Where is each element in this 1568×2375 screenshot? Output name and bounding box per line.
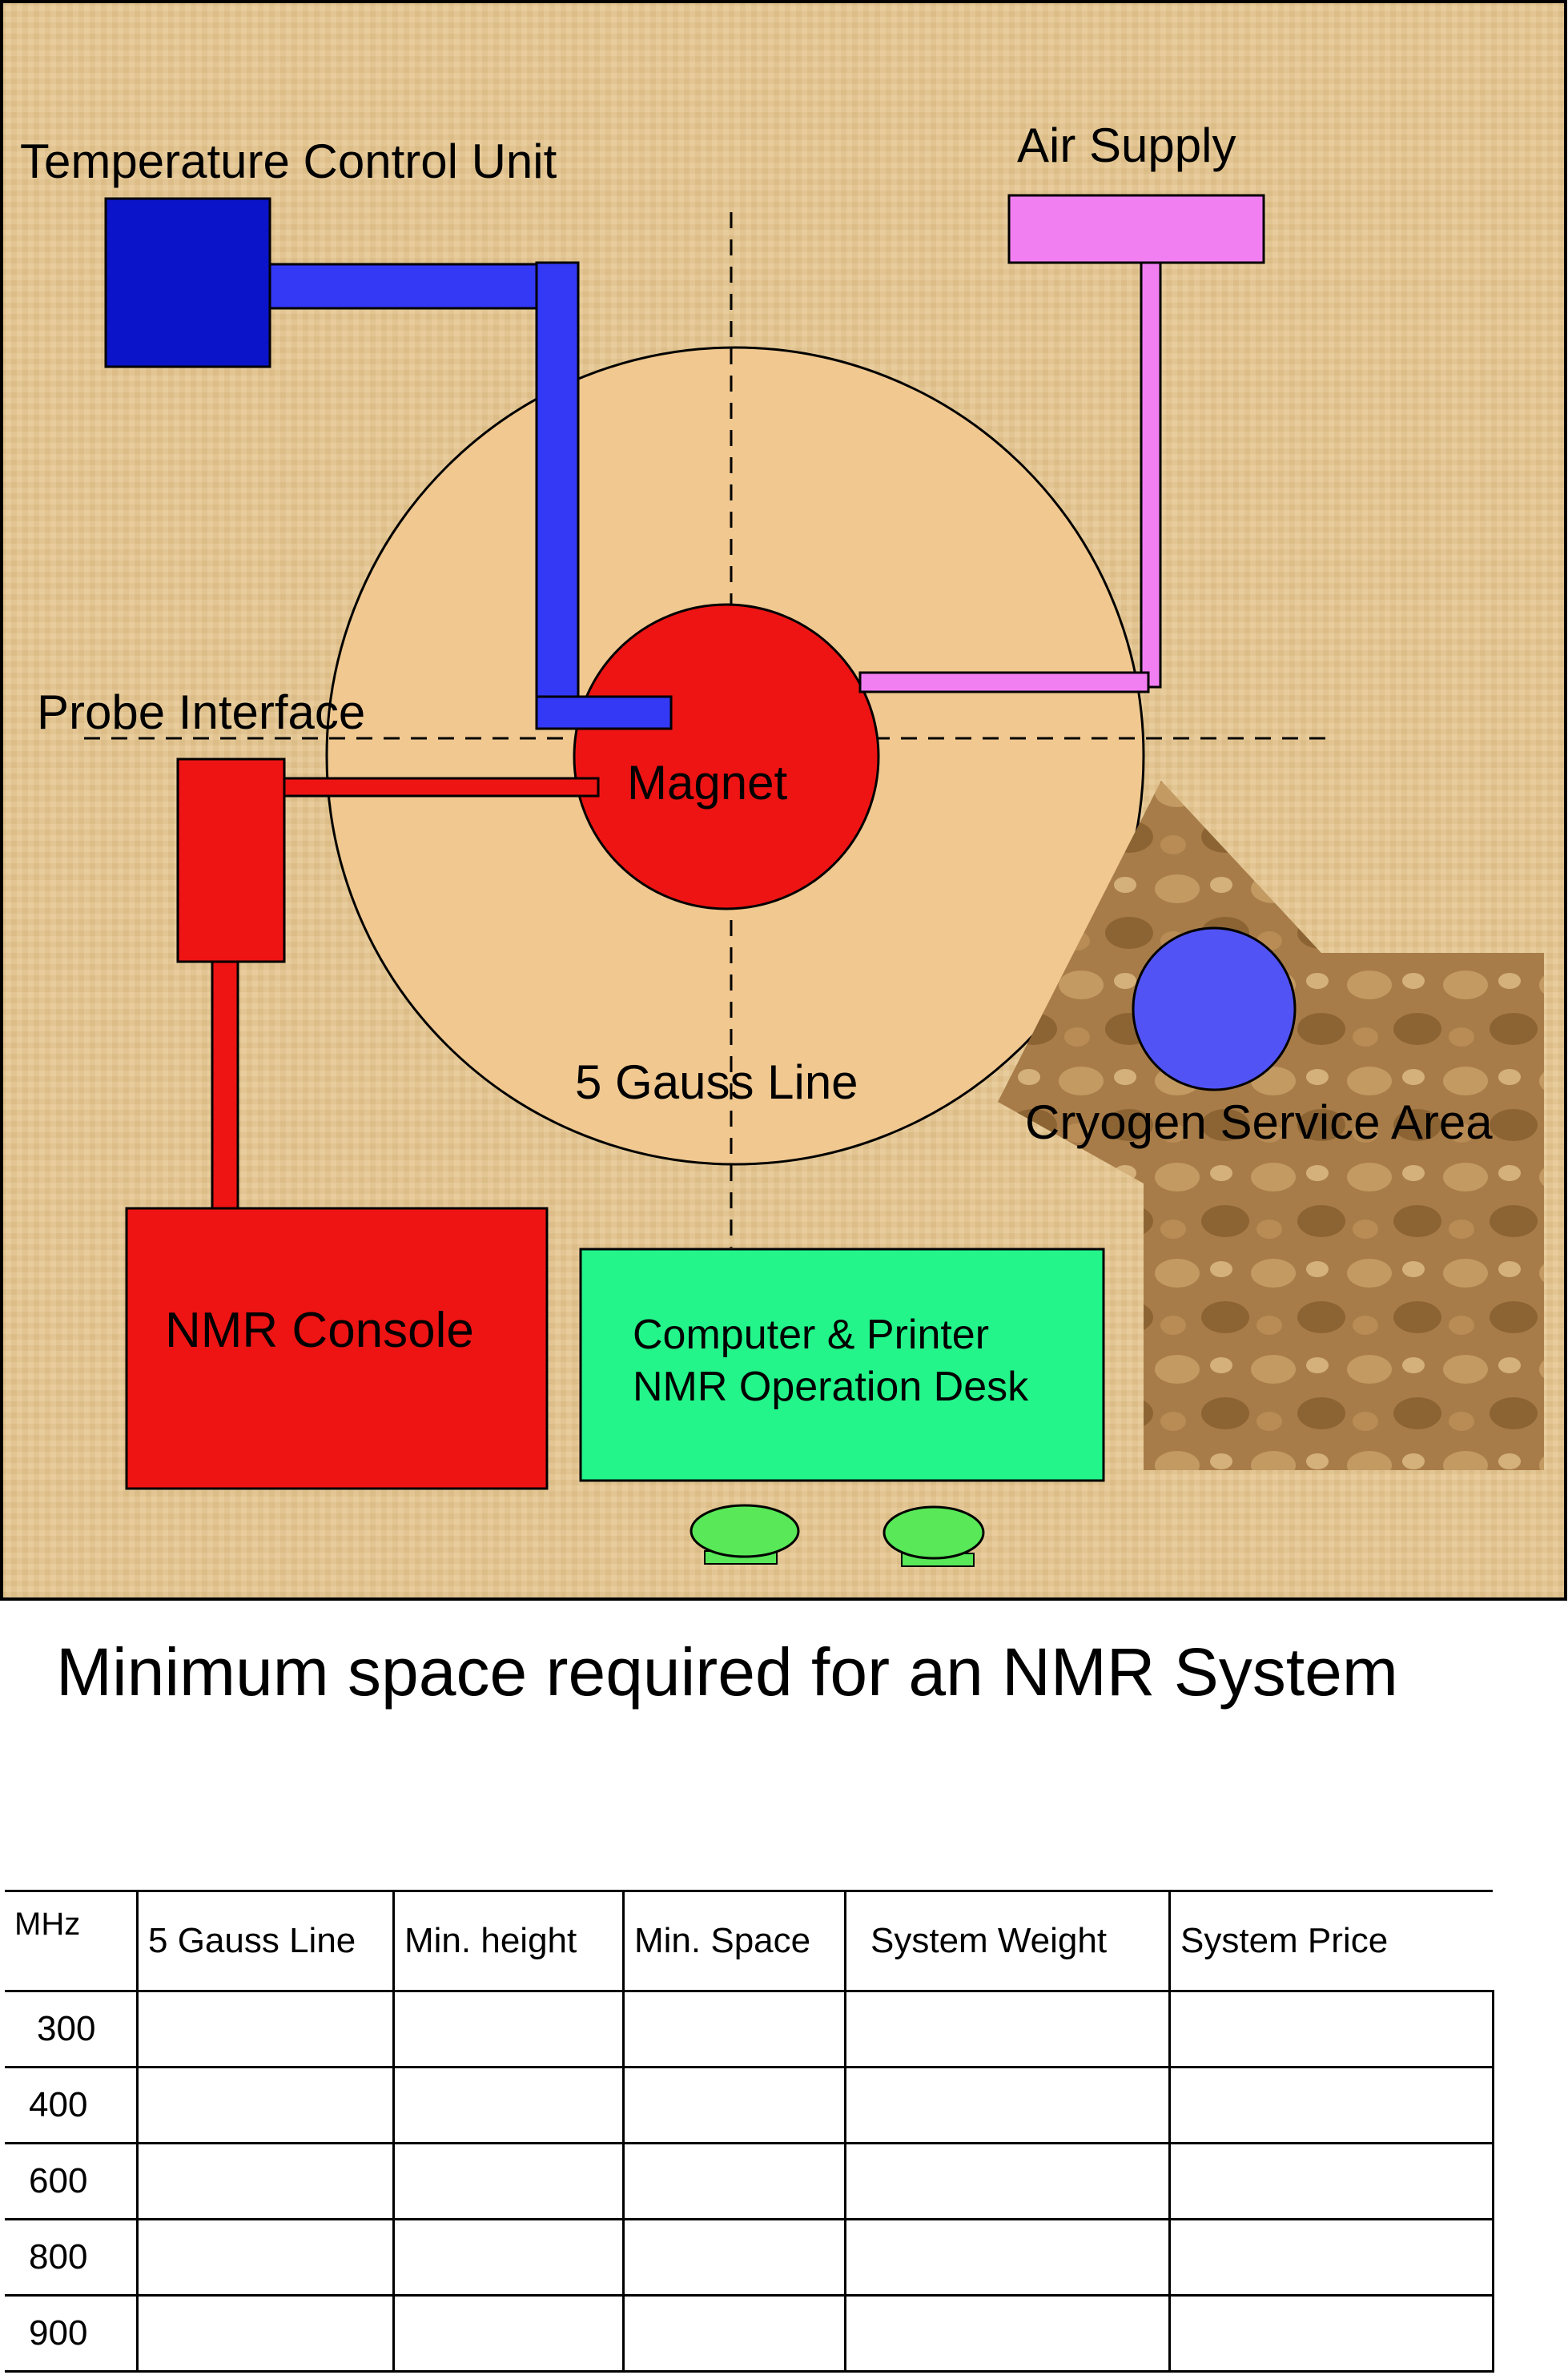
table-cell bbox=[392, 2066, 625, 2144]
page-caption: Minimum space required for an NMR System bbox=[56, 1634, 1398, 1710]
probe-interface-label: Probe Interface bbox=[37, 685, 365, 739]
column-header: System Weight bbox=[844, 1890, 1171, 1992]
table-cell bbox=[136, 2142, 395, 2220]
table-cell bbox=[622, 2066, 846, 2144]
table-cell bbox=[844, 2142, 1171, 2220]
floor-plan: Temperature Control Unit Air Supply Prob… bbox=[0, 0, 1567, 1601]
table-cell bbox=[1168, 2142, 1494, 2220]
table-cell bbox=[844, 2218, 1171, 2297]
dewar-icon bbox=[1132, 926, 1297, 1091]
table-cell bbox=[844, 2294, 1171, 2373]
column-header: Min. Space bbox=[622, 1890, 846, 1992]
table-row: 400 bbox=[5, 2066, 1494, 2144]
console-cable bbox=[211, 960, 239, 1212]
mhz-cell: 300 bbox=[5, 1990, 139, 2068]
temperature-pipe-vertical bbox=[535, 261, 580, 701]
table-cell bbox=[1168, 1990, 1494, 2068]
probe-cable bbox=[283, 777, 600, 798]
table-cell bbox=[392, 2218, 625, 2297]
cryogen-service-area-label: Cryogen Service Area bbox=[1025, 1095, 1493, 1149]
cryogen-service-area bbox=[998, 781, 1544, 1470]
table-cell bbox=[136, 2294, 395, 2373]
temperature-pipe-tip bbox=[535, 695, 673, 730]
gauss-line-label: 5 Gauss Line bbox=[575, 1055, 858, 1109]
mhz-cell: 600 bbox=[5, 2142, 139, 2220]
column-header: 5 Gauss Line bbox=[136, 1890, 395, 1992]
table-row: 800 bbox=[5, 2218, 1494, 2297]
column-header: System Price bbox=[1168, 1890, 1493, 1992]
desk-label-line1: Computer & Printer bbox=[633, 1312, 989, 1358]
table-cell bbox=[622, 1990, 846, 2068]
table-cell bbox=[392, 1990, 625, 2068]
temperature-control-unit bbox=[104, 197, 271, 368]
system-spec-table: MHz 5 Gauss Line Min. height Min. Space … bbox=[5, 1890, 1494, 2373]
nmr-console-label: NMR Console bbox=[165, 1303, 474, 1358]
air-supply-line-vertical bbox=[1140, 261, 1162, 689]
table-row: 900 bbox=[5, 2294, 1494, 2373]
table-cell bbox=[136, 1990, 395, 2068]
mhz-cell: 900 bbox=[5, 2294, 139, 2373]
air-supply-line-horizontal bbox=[858, 671, 1150, 693]
table-cell bbox=[1168, 2294, 1494, 2373]
desk-label-line2: NMR Operation Desk bbox=[633, 1364, 1029, 1410]
table-cell bbox=[844, 2066, 1171, 2144]
chair-left bbox=[690, 1504, 800, 1558]
table-cell bbox=[136, 2066, 395, 2144]
table-cell bbox=[622, 2142, 846, 2220]
column-header: Min. height bbox=[392, 1890, 625, 1992]
air-supply-label: Air Supply bbox=[1017, 119, 1236, 172]
table-cell bbox=[136, 2218, 395, 2297]
mhz-cell: 800 bbox=[5, 2218, 139, 2297]
table-cell bbox=[844, 1990, 1171, 2068]
column-header: MHz bbox=[5, 1890, 139, 1992]
table-cell bbox=[392, 2294, 625, 2373]
chair-right bbox=[883, 1505, 985, 1560]
nmr-console bbox=[125, 1207, 549, 1490]
probe-interface bbox=[176, 758, 286, 963]
magnet bbox=[573, 603, 880, 910]
operation-desk bbox=[579, 1248, 1105, 1482]
table-cell bbox=[392, 2142, 625, 2220]
temperature-control-unit-label: Temperature Control Unit bbox=[20, 135, 557, 188]
table-cell bbox=[622, 2294, 846, 2373]
table-row: 300 bbox=[5, 1990, 1494, 2068]
mhz-cell: 400 bbox=[5, 2066, 139, 2144]
temperature-pipe-horizontal bbox=[268, 263, 538, 310]
table-row: 600 bbox=[5, 2142, 1494, 2220]
table-cell bbox=[622, 2218, 846, 2297]
air-supply-unit bbox=[1007, 194, 1265, 264]
table-cell bbox=[1168, 2218, 1494, 2297]
magnet-label: Magnet bbox=[627, 756, 787, 810]
table-cell bbox=[1168, 2066, 1494, 2144]
table-header-row: MHz 5 Gauss Line Min. height Min. Space … bbox=[5, 1890, 1493, 1992]
